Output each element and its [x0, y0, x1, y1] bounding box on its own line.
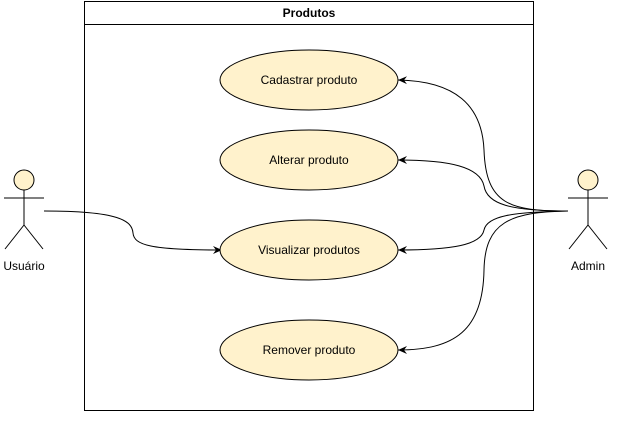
person-icon — [568, 169, 608, 250]
use-case-label: Remover produto — [263, 343, 356, 357]
use-case-remover[interactable]: Remover produto — [219, 319, 399, 381]
actor-usuario[interactable]: Usuário — [3, 169, 45, 273]
association-admin-alterar — [397, 156, 569, 212]
use-case-visualizar[interactable]: Visualizar produtos — [219, 219, 399, 281]
use-case-shape — [219, 219, 399, 281]
association-admin-cadastrar — [397, 76, 569, 212]
actor-label: Admin — [571, 259, 605, 273]
use-case-label: Visualizar produtos — [258, 243, 360, 257]
actor-label: Usuário — [3, 259, 45, 273]
use-case-label: Cadastrar produto — [261, 73, 358, 87]
actor-left-leg — [568, 224, 589, 250]
associations — [43, 76, 569, 354]
system-title: Produtos — [283, 6, 336, 20]
actor-left-leg — [4, 224, 25, 250]
use-case-cadastrar[interactable]: Cadastrar produto — [219, 49, 399, 111]
association-admin-remover — [397, 210, 569, 354]
use-case-label: Alterar produto — [269, 153, 349, 167]
association-usuario-visualizar — [43, 210, 223, 254]
actor-head — [577, 169, 599, 191]
use-case-shape — [219, 49, 399, 111]
actor-admin[interactable]: Admin — [568, 169, 608, 273]
actor-right-leg — [23, 224, 44, 250]
use-case-shape — [219, 129, 399, 191]
use-case-shape — [219, 319, 399, 381]
actor-head — [13, 169, 35, 191]
actor-right-leg — [587, 224, 608, 250]
association-admin-visualizar — [397, 210, 569, 254]
use-case-alterar[interactable]: Alterar produto — [219, 129, 399, 191]
person-icon — [4, 169, 44, 250]
